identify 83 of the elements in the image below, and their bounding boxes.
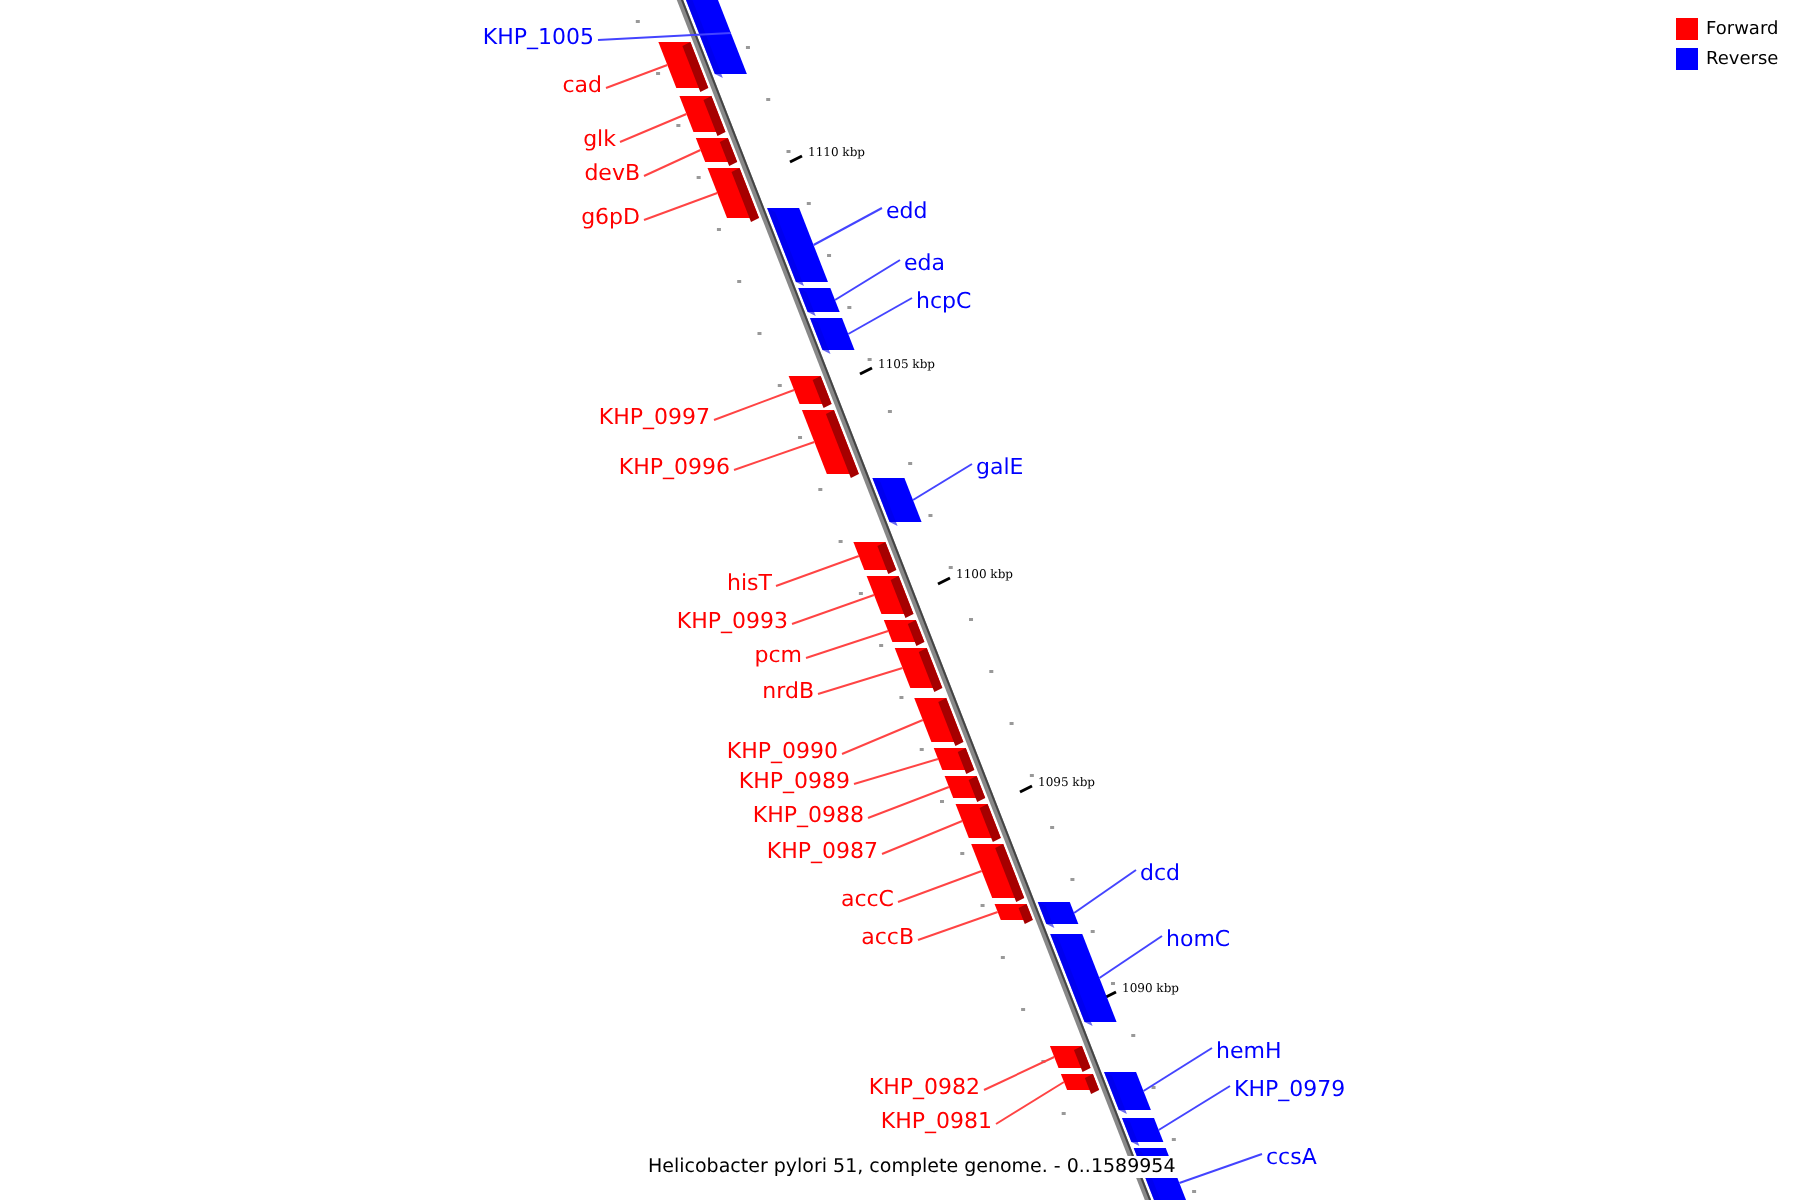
leader-line [817,667,904,695]
gene-block [894,648,943,692]
gene-label: KHP_0993 [676,608,788,636]
leader-line [791,594,876,625]
leader-line [1178,1153,1263,1184]
gene-label: ccsA [1266,1144,1317,1172]
gene-block [955,804,1001,842]
leader-line [1073,869,1137,914]
gene-block [1049,1046,1091,1072]
gene-label: glk [583,126,616,154]
gene-block [798,288,840,316]
leader-line [1142,1047,1213,1092]
leader-line [867,786,950,819]
gene-block [679,96,726,136]
gene-block [810,318,855,354]
gene-label: cad [562,72,602,100]
gene-label: KHP_0988 [752,802,864,830]
gene-label: KHP_0990 [726,738,838,766]
gene-label: pcm [754,642,802,670]
gene-block [933,748,975,774]
gene-label: KHP_0997 [598,404,710,432]
leader-line [1098,935,1163,979]
gene-block [707,168,759,222]
gene-block [695,138,738,166]
caption: Helicobacter pylori 51, complete genome. - 0..1589954 [644,1156,1180,1178]
gene-label: KHP_0996 [618,454,730,482]
gene-block [1122,1118,1164,1146]
gene-block [994,904,1033,924]
gene-label: KHP_0981 [880,1108,992,1136]
legend-label: Reverse [1706,48,1779,72]
gene-label: hemH [1216,1038,1282,1066]
gene-label: hisT [727,570,772,598]
leader-line [775,555,860,587]
leader-line [713,389,796,421]
gene-block [801,410,859,478]
gene-block [682,0,747,78]
gene-block [944,776,986,802]
leader-line [983,1056,1056,1091]
gene-block [1050,934,1117,1026]
gene-label: devB [584,160,640,188]
gene-label: KHP_0989 [738,768,850,796]
gene-label: hcpC [916,288,972,316]
gene-label: accB [861,924,914,952]
gene-label: KHP_0979 [1234,1076,1346,1104]
leader-line [847,297,913,335]
legend-label: Forward [1706,18,1779,42]
gene-label: dcd [1140,860,1181,888]
leader-line [853,758,939,785]
leader-line [834,259,901,301]
leader-line [841,719,924,755]
leader-line [881,820,964,855]
gene-block [1104,1072,1151,1114]
gene-block [872,478,922,526]
gene-label: homC [1166,926,1231,954]
leader-line [1157,1085,1231,1131]
leader-line [619,113,688,143]
gene-block [883,620,925,646]
gene-block [853,542,897,574]
gene-label: eda [904,250,945,278]
leader-line [605,64,669,89]
leader-line [812,207,883,246]
gene-label: KHP_0987 [766,838,878,866]
leader-line [995,1081,1065,1125]
leader-line [643,149,702,177]
leader-line [912,463,973,501]
gene-label: g6pD [581,204,640,232]
gene-label: galE [976,454,1024,482]
gene-label: accC [840,886,894,914]
gene-block [1037,902,1079,928]
gene-label: edd [886,198,928,226]
gene-block [658,42,709,92]
gene-block [767,208,828,286]
leader-line [917,911,999,941]
gene-label: KHP_0982 [868,1074,980,1102]
gene-block [788,376,832,408]
gene-label: KHP_1005 [482,24,594,52]
leader-line [597,32,732,41]
leader-line [733,441,816,471]
leader-line [805,630,890,659]
leader-line [643,192,719,221]
leader-line [897,870,983,903]
gene-label: nrdB [762,678,814,706]
gene-block [1060,1074,1100,1094]
